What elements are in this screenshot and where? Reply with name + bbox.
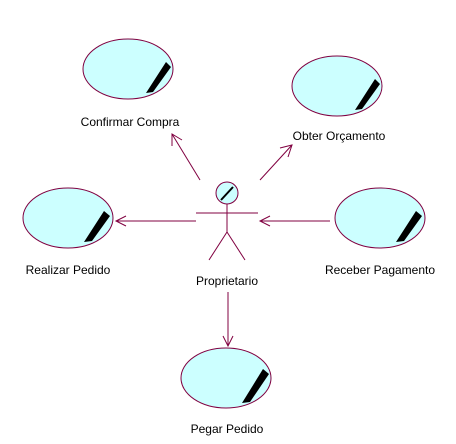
- association-confirmar-compra: [171, 133, 201, 181]
- association-pegar-pedido: [222, 292, 234, 348]
- use-case-label-obter-orcamento: Obter Orçamento: [292, 129, 386, 143]
- use-case-label-confirmar-compra: Confirmar Compra: [80, 115, 180, 129]
- use-case-confirmar-compra[interactable]: [82, 38, 174, 100]
- use-case-label-pegar-pedido: Pegar Pedido: [190, 422, 264, 436]
- actor-proprietario[interactable]: [196, 181, 258, 261]
- association-realizar-pedido: [114, 215, 196, 227]
- use-case-pegar-pedido[interactable]: [180, 347, 272, 409]
- use-case-ellipse: [291, 55, 383, 117]
- actor-left-leg: [208, 231, 228, 261]
- use-case-obter-orcamento[interactable]: [291, 55, 383, 117]
- use-case-receber-pagamento[interactable]: [334, 187, 426, 249]
- ellipse-shadow-mark: [396, 211, 422, 242]
- use-case-label-receber-pagamento: Receber Pagamento: [324, 263, 436, 277]
- ellipse-shadow-mark: [84, 211, 110, 242]
- ellipse-shadow-mark: [242, 369, 269, 403]
- association-obter-orcamento: [259, 144, 293, 181]
- association-receber-pagamento: [258, 215, 330, 227]
- use-case-ellipse: [82, 38, 174, 100]
- use-case-realizar-pedido[interactable]: [22, 187, 114, 249]
- use-case-label-realizar-pedido: Realizar Pedido: [25, 263, 111, 277]
- ellipse-shadow-mark: [146, 62, 171, 93]
- associations: [114, 133, 330, 348]
- actor-head-mark: [220, 186, 234, 201]
- actor-right-leg: [226, 231, 246, 261]
- actor-label: Proprietario: [195, 274, 259, 288]
- ellipse-shadow-mark: [355, 79, 380, 110]
